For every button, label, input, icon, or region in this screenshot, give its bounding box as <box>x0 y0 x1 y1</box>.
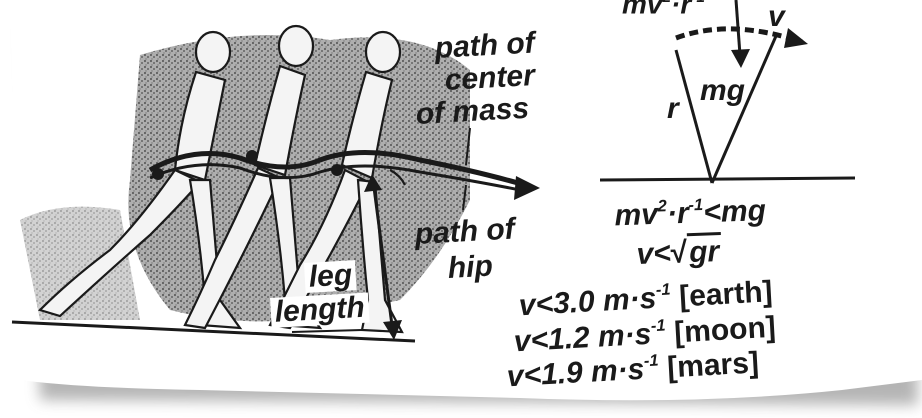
com-label-line2: center <box>444 61 536 96</box>
velocity-limit-equation: v<√gr <box>636 237 722 270</box>
hip-label-line1: path of <box>414 214 516 250</box>
leg-label-line2: length <box>270 293 370 328</box>
hip-marker-1 <box>152 168 164 180</box>
eq-ineq-a: mv <box>614 198 658 232</box>
eq-vlimit-prefix: v< <box>636 237 671 271</box>
pendulum-mg-label: mg <box>700 76 745 106</box>
earth-place: [earth] <box>670 275 773 314</box>
pendulum-r-label: r <box>667 94 679 124</box>
eq-top-sup2: -1 <box>691 0 705 6</box>
eq-ineq-sup2: -1 <box>688 196 703 215</box>
hip-label-line2: hip <box>447 251 494 283</box>
sqrt-symbol: √gr <box>670 237 721 269</box>
moon-sup: -1 <box>650 317 666 336</box>
mars-sup: -1 <box>643 352 659 371</box>
hip-marker-2 <box>246 150 258 162</box>
earth-sup: -1 <box>655 281 671 300</box>
eq-top-mid: ·r <box>671 0 691 20</box>
eq-top-m: mv <box>622 0 662 20</box>
leg-label-line1: leg <box>304 260 357 293</box>
eq-top-sup1: 2 <box>662 0 671 6</box>
centripetal-force-label: mv2·r-1 <box>622 0 705 19</box>
moon-place: [moon] <box>665 311 777 350</box>
inequality-equation: mv2·r-1<mg <box>614 195 766 232</box>
mars-place: [mars] <box>658 346 760 385</box>
speckle-backdrop-2 <box>20 207 140 320</box>
pendulum-ground-line <box>600 178 855 180</box>
eq-vlimit-radicand: gr <box>686 232 721 269</box>
hip-marker-3 <box>331 164 343 176</box>
com-label-line1: path of <box>434 28 536 64</box>
eq-ineq-c: <mg <box>703 194 767 229</box>
pendulum-v-label: v <box>768 2 785 32</box>
com-label-line3: of mass <box>415 94 530 130</box>
eq-ineq-b: ·r <box>666 197 689 231</box>
